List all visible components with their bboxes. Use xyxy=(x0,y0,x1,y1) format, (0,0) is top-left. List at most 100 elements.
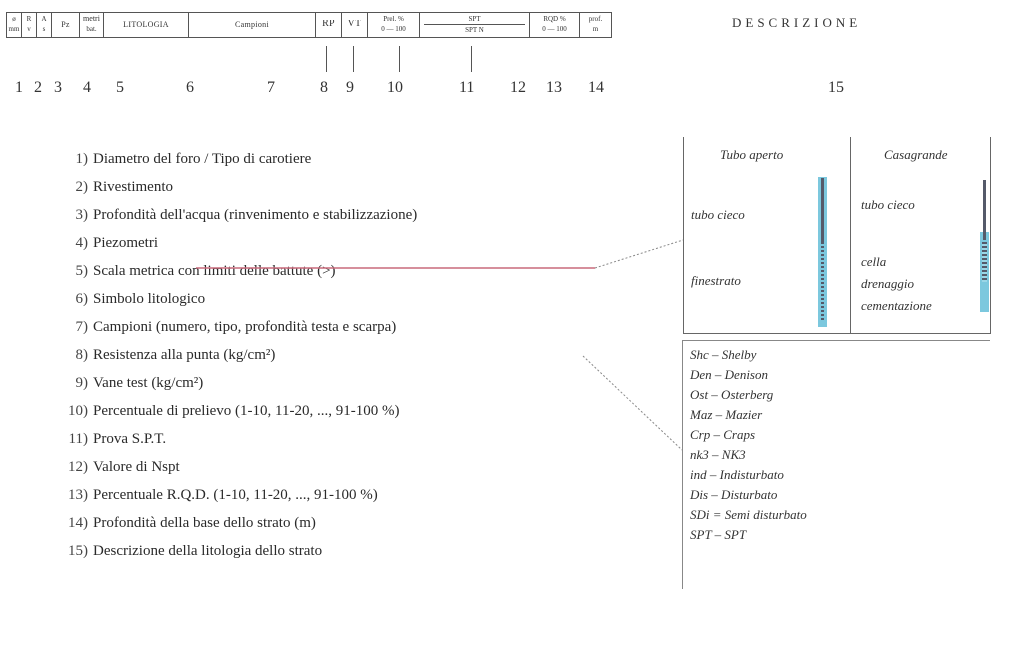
tick-9 xyxy=(353,46,354,72)
legend-item-number: 4) xyxy=(75,235,89,251)
column-number-11: 11 xyxy=(459,79,475,96)
piezometer-connector xyxy=(594,239,684,269)
legend-item: 11)Prova S.P.T. xyxy=(38,429,167,449)
legend-item-text: Campioni (numero, tipo, profondità testa… xyxy=(93,319,397,335)
tick-8 xyxy=(326,46,327,72)
legend-item-text: Piezometri xyxy=(93,235,158,251)
header-cell-meters-bottom: bat. xyxy=(86,25,97,33)
samples-connector xyxy=(582,355,683,451)
legend-item-number: 14) xyxy=(68,515,88,531)
legend-item-text: Percentuale di prelievo (1-10, 11-20, ..… xyxy=(93,403,400,419)
legend-item: 15)Descrizione della litologia dello str… xyxy=(38,541,322,561)
header-cell-recovery: Prel. % 0 — 100 xyxy=(368,13,420,37)
sample-type-item: nk3 – NK3 xyxy=(690,447,746,462)
column-number-8: 8 xyxy=(320,79,328,96)
column-number-7: 7 xyxy=(267,79,275,96)
header-cell-lithology: LITOLOGIA xyxy=(104,13,189,37)
legend-item-text: Profondità dell'acqua (rinvenimento e st… xyxy=(93,207,418,223)
legend-item-text: Scala metrica con limiti delle battute (… xyxy=(93,263,336,279)
legend-item-number: 15) xyxy=(68,543,88,559)
legend-item: 7)Campioni (numero, tipo, profondità tes… xyxy=(38,317,397,337)
open-tube-blind-label: tubo cieco xyxy=(691,207,745,222)
header-cell-vt: VT xyxy=(342,13,368,37)
legend-item-text: Rivestimento xyxy=(93,179,173,195)
legend-item: 1)Diametro del foro / Tipo di carotiere xyxy=(38,149,312,169)
tick-11 xyxy=(471,46,472,72)
sample-type-item: Ost – Osterberg xyxy=(690,387,774,402)
legend-item: 8)Resistenza alla punta (kg/cm²) xyxy=(38,345,276,365)
legend-item: 12)Valore di Nspt xyxy=(38,457,180,477)
legend-item: 3)Profondità dell'acqua (rinvenimento e … xyxy=(38,205,418,225)
header-cell-casing-top: R xyxy=(26,15,32,23)
legend-item: 2)Rivestimento xyxy=(38,177,174,197)
casagrande-blind-label: tubo cieco xyxy=(861,197,915,212)
tick-10 xyxy=(399,46,400,72)
header-cell-samples: Campioni xyxy=(189,13,316,37)
casagrande-tube xyxy=(983,180,986,240)
sample-type-item: Crp – Craps xyxy=(690,427,756,442)
header-cell-rqd-bottom: 0 — 100 xyxy=(542,25,567,33)
column-number-5: 5 xyxy=(116,79,124,96)
column-number-3: 3 xyxy=(54,79,62,96)
description-header: DESCRIZIONE xyxy=(732,15,862,30)
legend-item-number: 7) xyxy=(75,319,89,335)
header-cell-diameter: ø mm xyxy=(7,13,22,37)
legend-item-text: Resistenza alla punta (kg/cm²) xyxy=(93,347,276,363)
piezometer-legend-box xyxy=(683,137,991,334)
column-number-4: 4 xyxy=(83,79,91,96)
column-number-9: 9 xyxy=(346,79,354,96)
header-cell-meters: metri bat. xyxy=(80,13,104,37)
legend-item-number: 3) xyxy=(75,207,89,223)
legend-item-text: Simbolo litologico xyxy=(93,291,206,307)
casagrande-cell xyxy=(982,242,987,282)
casagrande-drain-label: drenaggio xyxy=(861,276,914,291)
sample-types-box xyxy=(682,340,990,589)
column-number-15: 15 xyxy=(828,79,844,96)
legend-item-text: Profondità della base dello strato (m) xyxy=(93,515,316,531)
header-cell-recovery-top: Prel. % xyxy=(383,15,404,23)
open-tube-screen-section xyxy=(821,242,824,320)
header-cell-meters-top: metri xyxy=(83,15,100,23)
sample-type-item: Maz – Mazier xyxy=(690,407,763,422)
column-number-14: 14 xyxy=(588,79,604,96)
legend-item-text: Diametro del foro / Tipo di carotiere xyxy=(93,151,312,167)
column-number-12: 12 xyxy=(510,79,526,96)
legend-item-number: 13) xyxy=(68,487,88,503)
sample-type-item: ind – Indisturbato xyxy=(690,467,784,482)
open-tube-screen-label: finestrato xyxy=(691,273,741,288)
legend-item: 14) Profondità della base dello strato (m… xyxy=(38,513,316,533)
legend-item-number: 1) xyxy=(75,151,89,167)
header-cell-casing-bottom: v xyxy=(27,25,31,33)
header-cell-rp: RP xyxy=(316,13,342,37)
casagrande-cell-label: cella xyxy=(861,254,887,269)
header-cell-vt-label: VT xyxy=(347,20,362,28)
legend-item-text: Percentuale R.Q.D. (1-10, 11-20, ..., 91… xyxy=(93,487,378,503)
header-cell-recovery-bottom: 0 — 100 xyxy=(381,25,406,33)
header-cell-spt-top: SPT xyxy=(468,15,481,23)
legend-item: 6)Simbolo litologico xyxy=(38,289,206,309)
sample-type-item: Shc – Shelby xyxy=(690,347,757,362)
column-number-1: 1 xyxy=(15,79,23,96)
log-header-strip: ø mm R v A s Pz metri bat. LITOLOGIA Cam… xyxy=(6,12,612,38)
casagrande-title: Casagrande xyxy=(884,147,948,162)
open-tube-title: Tubo aperto xyxy=(720,147,784,162)
column-number-13: 13 xyxy=(546,79,562,96)
header-cell-water-bottom: s xyxy=(42,25,46,33)
column-number-10: 10 xyxy=(387,79,403,96)
open-tube-blind-section xyxy=(821,178,824,242)
header-cell-depth: prof. m xyxy=(580,13,611,37)
legend-item-number: 11) xyxy=(68,431,88,447)
sample-type-item: Dis – Disturbato xyxy=(690,487,778,502)
legend-item-number: 5) xyxy=(75,263,89,279)
legend-item-number: 10) xyxy=(68,403,88,419)
sample-type-item: SDi = Semi disturbato xyxy=(690,507,807,522)
header-cell-piezometer: Pz xyxy=(52,13,80,37)
legend-item-number: 12) xyxy=(68,459,88,475)
sample-type-item: Den – Denison xyxy=(690,367,768,382)
header-cell-rqd: RQD % 0 — 100 xyxy=(530,13,580,37)
header-cell-piezometer-label: Pz xyxy=(61,21,70,29)
header-cell-diameter-bottom: mm xyxy=(8,25,20,33)
header-cell-spt-bottom: SPT N xyxy=(465,26,484,34)
legend-item: 10) Percentuale di prelievo (1-10, 11-20,… xyxy=(38,401,399,421)
